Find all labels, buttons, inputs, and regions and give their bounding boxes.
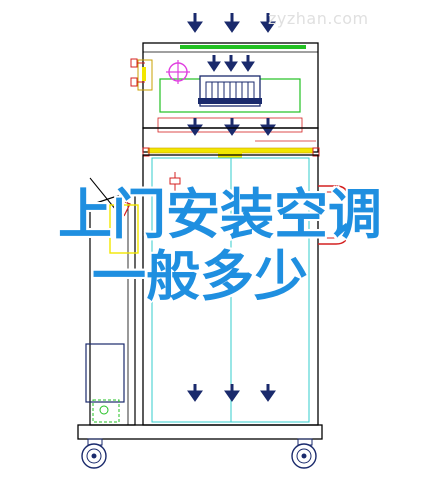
arrow-down-icon — [260, 384, 276, 402]
top-green-strip — [180, 45, 306, 49]
arrow-down-icon — [260, 13, 276, 33]
bottom-exhaust-arrows — [187, 384, 276, 402]
caster-wheel-icon — [291, 438, 317, 469]
side-handle — [318, 185, 349, 245]
arrow-down-icon — [224, 118, 240, 136]
arrow-down-icon — [260, 118, 276, 136]
blower-unit — [159, 75, 301, 113]
foot-switch — [92, 399, 120, 423]
gas-valve-icon — [169, 172, 181, 194]
overlay-title-line1: 上门安装空调 — [58, 183, 382, 246]
top-intake-arrows — [187, 13, 276, 33]
caster-wheel-icon — [81, 438, 107, 469]
arrow-down-icon — [187, 13, 203, 33]
filter-arrows — [187, 118, 276, 136]
fan-arrows — [207, 55, 255, 72]
uv-lamp-icon — [166, 60, 190, 84]
arrow-down-icon — [224, 13, 240, 33]
arrow-down-icon — [207, 55, 221, 72]
cabinet-base — [77, 424, 323, 440]
control-box — [85, 343, 125, 403]
watermark: zyzhan.com — [268, 9, 369, 28]
arrow-down-icon — [224, 55, 238, 72]
arrow-down-icon — [241, 55, 255, 72]
arrow-down-icon — [224, 384, 240, 402]
arrow-down-icon — [187, 118, 203, 136]
arrow-down-icon — [187, 384, 203, 402]
overlay-title-line2: 一般多少 — [92, 245, 308, 308]
left-valves — [130, 58, 153, 91]
